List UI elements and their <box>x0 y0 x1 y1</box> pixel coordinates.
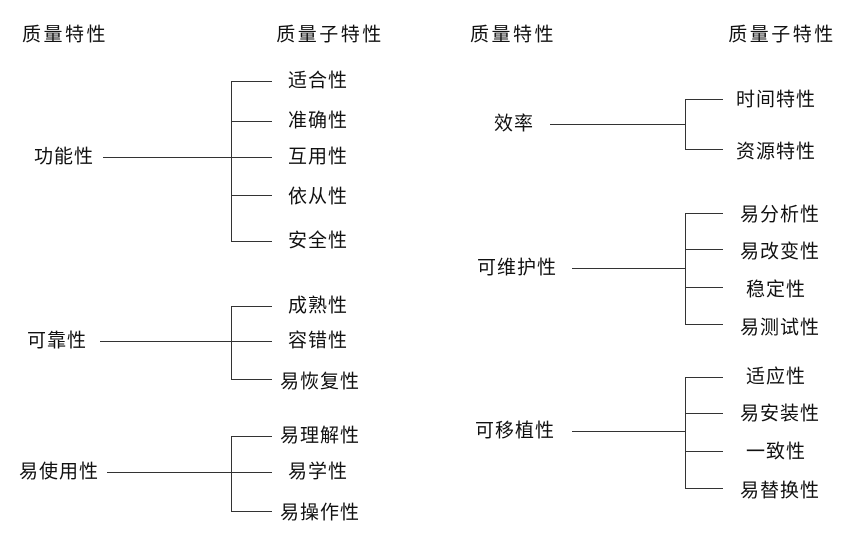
connector-tick <box>231 241 272 242</box>
child-node-suitability: 适合性 <box>287 69 349 92</box>
child-node-understandability: 易理解性 <box>279 424 361 447</box>
child-node-learnability: 易学性 <box>287 460 349 483</box>
parent-node-maintainability: 可维护性 <box>476 256 558 279</box>
connector-tick <box>231 121 272 122</box>
child-node-consistency: 一致性 <box>745 440 807 463</box>
connector-tick <box>231 472 272 473</box>
connector-hline <box>550 124 685 125</box>
parent-node-functionality: 功能性 <box>33 145 95 168</box>
child-node-accuracy: 准确性 <box>287 109 349 132</box>
connector-tick <box>231 157 272 158</box>
left-column-header-subcharacteristic: 质量子特性 <box>276 23 384 46</box>
connector-tick <box>231 511 272 512</box>
connector-hline <box>107 472 231 473</box>
child-node-recoverability: 易恢复性 <box>279 370 361 393</box>
connector-tick <box>231 195 272 196</box>
parent-node-portability: 可移植性 <box>474 419 556 442</box>
child-node-testability: 易测试性 <box>739 316 821 339</box>
connector-spine <box>231 436 232 512</box>
child-node-maturity: 成熟性 <box>287 294 349 317</box>
connector-tick <box>685 377 723 378</box>
connector-tick <box>685 249 723 250</box>
connector-tick <box>685 488 723 489</box>
connector-hline <box>572 431 685 432</box>
connector-tick <box>231 81 272 82</box>
parent-node-reliability: 可靠性 <box>26 329 88 352</box>
child-node-time-behavior: 时间特性 <box>735 88 817 111</box>
connector-tick <box>231 341 272 342</box>
connector-spine <box>685 99 686 150</box>
left-column-header-characteristic: 质量特性 <box>21 23 109 46</box>
right-column-header-subcharacteristic: 质量子特性 <box>728 23 836 46</box>
connector-hline <box>100 341 231 342</box>
child-node-adaptability: 适应性 <box>745 365 807 388</box>
connector-spine <box>685 213 686 325</box>
child-node-changeability: 易改变性 <box>739 240 821 263</box>
child-node-security: 安全性 <box>287 229 349 252</box>
connector-tick <box>685 99 723 100</box>
connector-tick <box>685 324 723 325</box>
child-node-operability: 易操作性 <box>279 501 361 524</box>
connector-hline <box>572 268 685 269</box>
child-node-replaceability: 易替换性 <box>739 479 821 502</box>
connector-tick <box>685 413 723 414</box>
child-node-fault-tolerance: 容错性 <box>287 329 349 352</box>
connector-tick <box>231 379 272 380</box>
child-node-analyzability: 易分析性 <box>739 203 821 226</box>
child-node-stability: 稳定性 <box>745 278 807 301</box>
child-node-resource-behavior: 资源特性 <box>735 140 817 163</box>
connector-tick <box>685 451 723 452</box>
connector-tick <box>685 287 723 288</box>
child-node-interoperability: 互用性 <box>287 145 349 168</box>
parent-node-usability: 易使用性 <box>18 460 100 483</box>
connector-tick <box>231 306 272 307</box>
connector-tick <box>685 213 723 214</box>
connector-hline <box>103 157 231 158</box>
child-node-installability: 易安装性 <box>739 402 821 425</box>
connector-tick <box>685 149 723 150</box>
connector-spine <box>231 81 232 242</box>
parent-node-efficiency: 效率 <box>493 112 535 135</box>
connector-tick <box>231 436 272 437</box>
connector-spine <box>231 306 232 380</box>
child-node-compliance: 依从性 <box>287 185 349 208</box>
right-column-header-characteristic: 质量特性 <box>469 23 557 46</box>
connector-spine <box>685 377 686 489</box>
